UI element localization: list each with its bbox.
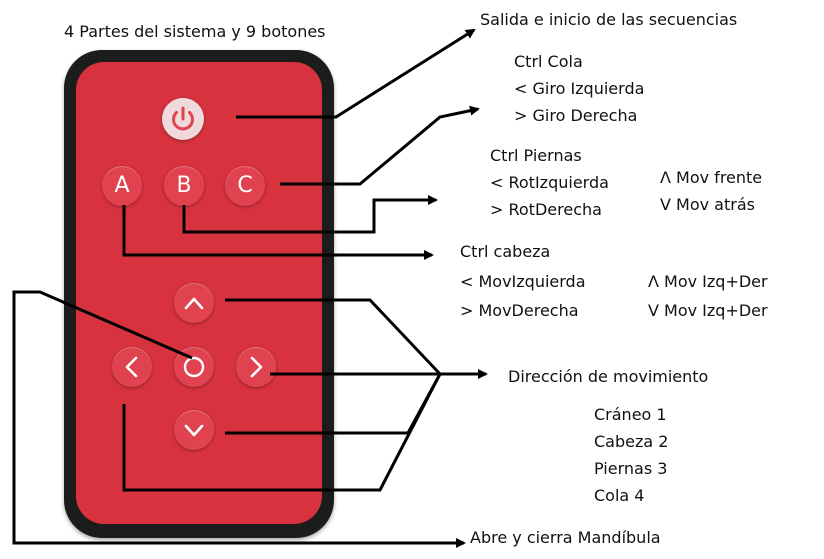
circle-icon <box>183 356 205 378</box>
arrow-b-ctrl-piernas <box>182 195 438 234</box>
power-button[interactable] <box>162 98 204 140</box>
label-mov-izq-der-down: V Mov Izq+Der <box>648 301 768 320</box>
label-direccion: Dirección de movimiento <box>508 367 709 386</box>
arrow-c-ctrl-cola <box>280 105 480 186</box>
label-mov-atras: V Mov atrás <box>660 195 755 214</box>
arrow-center-mandibula <box>12 290 466 548</box>
label-piernas: Piernas 3 <box>594 459 668 478</box>
label-cabeza: Cabeza 2 <box>594 432 669 451</box>
label-giro-derecha: > Giro Derecha <box>514 106 638 125</box>
arrow-up-direccion <box>225 298 442 376</box>
label-rot-izquierda: < RotIzquierda <box>490 173 609 192</box>
chevron-right-icon <box>250 356 263 378</box>
label-mov-izquierda: < MovIzquierda <box>460 272 586 291</box>
diagram-title: 4 Partes del sistema y 9 botones <box>64 22 326 41</box>
up-button[interactable] <box>174 283 214 323</box>
arrow-power-salida <box>236 28 476 119</box>
label-ctrl-piernas: Ctrl Piernas <box>490 146 582 165</box>
arrow-down-direccion <box>225 373 442 435</box>
label-cola: Cola 4 <box>594 486 645 505</box>
b-button[interactable]: B <box>164 166 204 206</box>
label-giro-izquierda: < Giro Izquierda <box>514 79 645 98</box>
c-button[interactable]: C <box>225 166 265 206</box>
arrow-left-direccion <box>122 373 442 492</box>
label-craneo: Cráneo 1 <box>594 405 667 424</box>
label-mov-izq-der-up: Λ Mov Izq+Der <box>648 272 768 291</box>
label-mov-frente: Λ Mov frente <box>660 168 763 187</box>
label-rot-derecha: > RotDerecha <box>490 200 602 219</box>
chevron-down-icon <box>184 424 204 437</box>
label-ctrl-cabeza: Ctrl cabeza <box>460 242 551 261</box>
down-button[interactable] <box>174 410 214 450</box>
label-salida: Salida e inicio de las secuencias <box>480 10 738 29</box>
label-mandibula: Abre y cierra Mandíbula <box>470 528 661 547</box>
chevron-left-icon <box>125 356 138 378</box>
a-button[interactable]: A <box>102 166 142 206</box>
right-button[interactable] <box>236 347 276 387</box>
label-ctrl-cola: Ctrl Cola <box>514 52 583 71</box>
left-button[interactable] <box>112 347 152 387</box>
chevron-up-icon <box>184 297 204 310</box>
arrow-a-ctrl-cabeza <box>122 205 434 260</box>
power-icon <box>172 106 194 131</box>
label-mov-derecha: > MovDerecha <box>460 301 579 320</box>
